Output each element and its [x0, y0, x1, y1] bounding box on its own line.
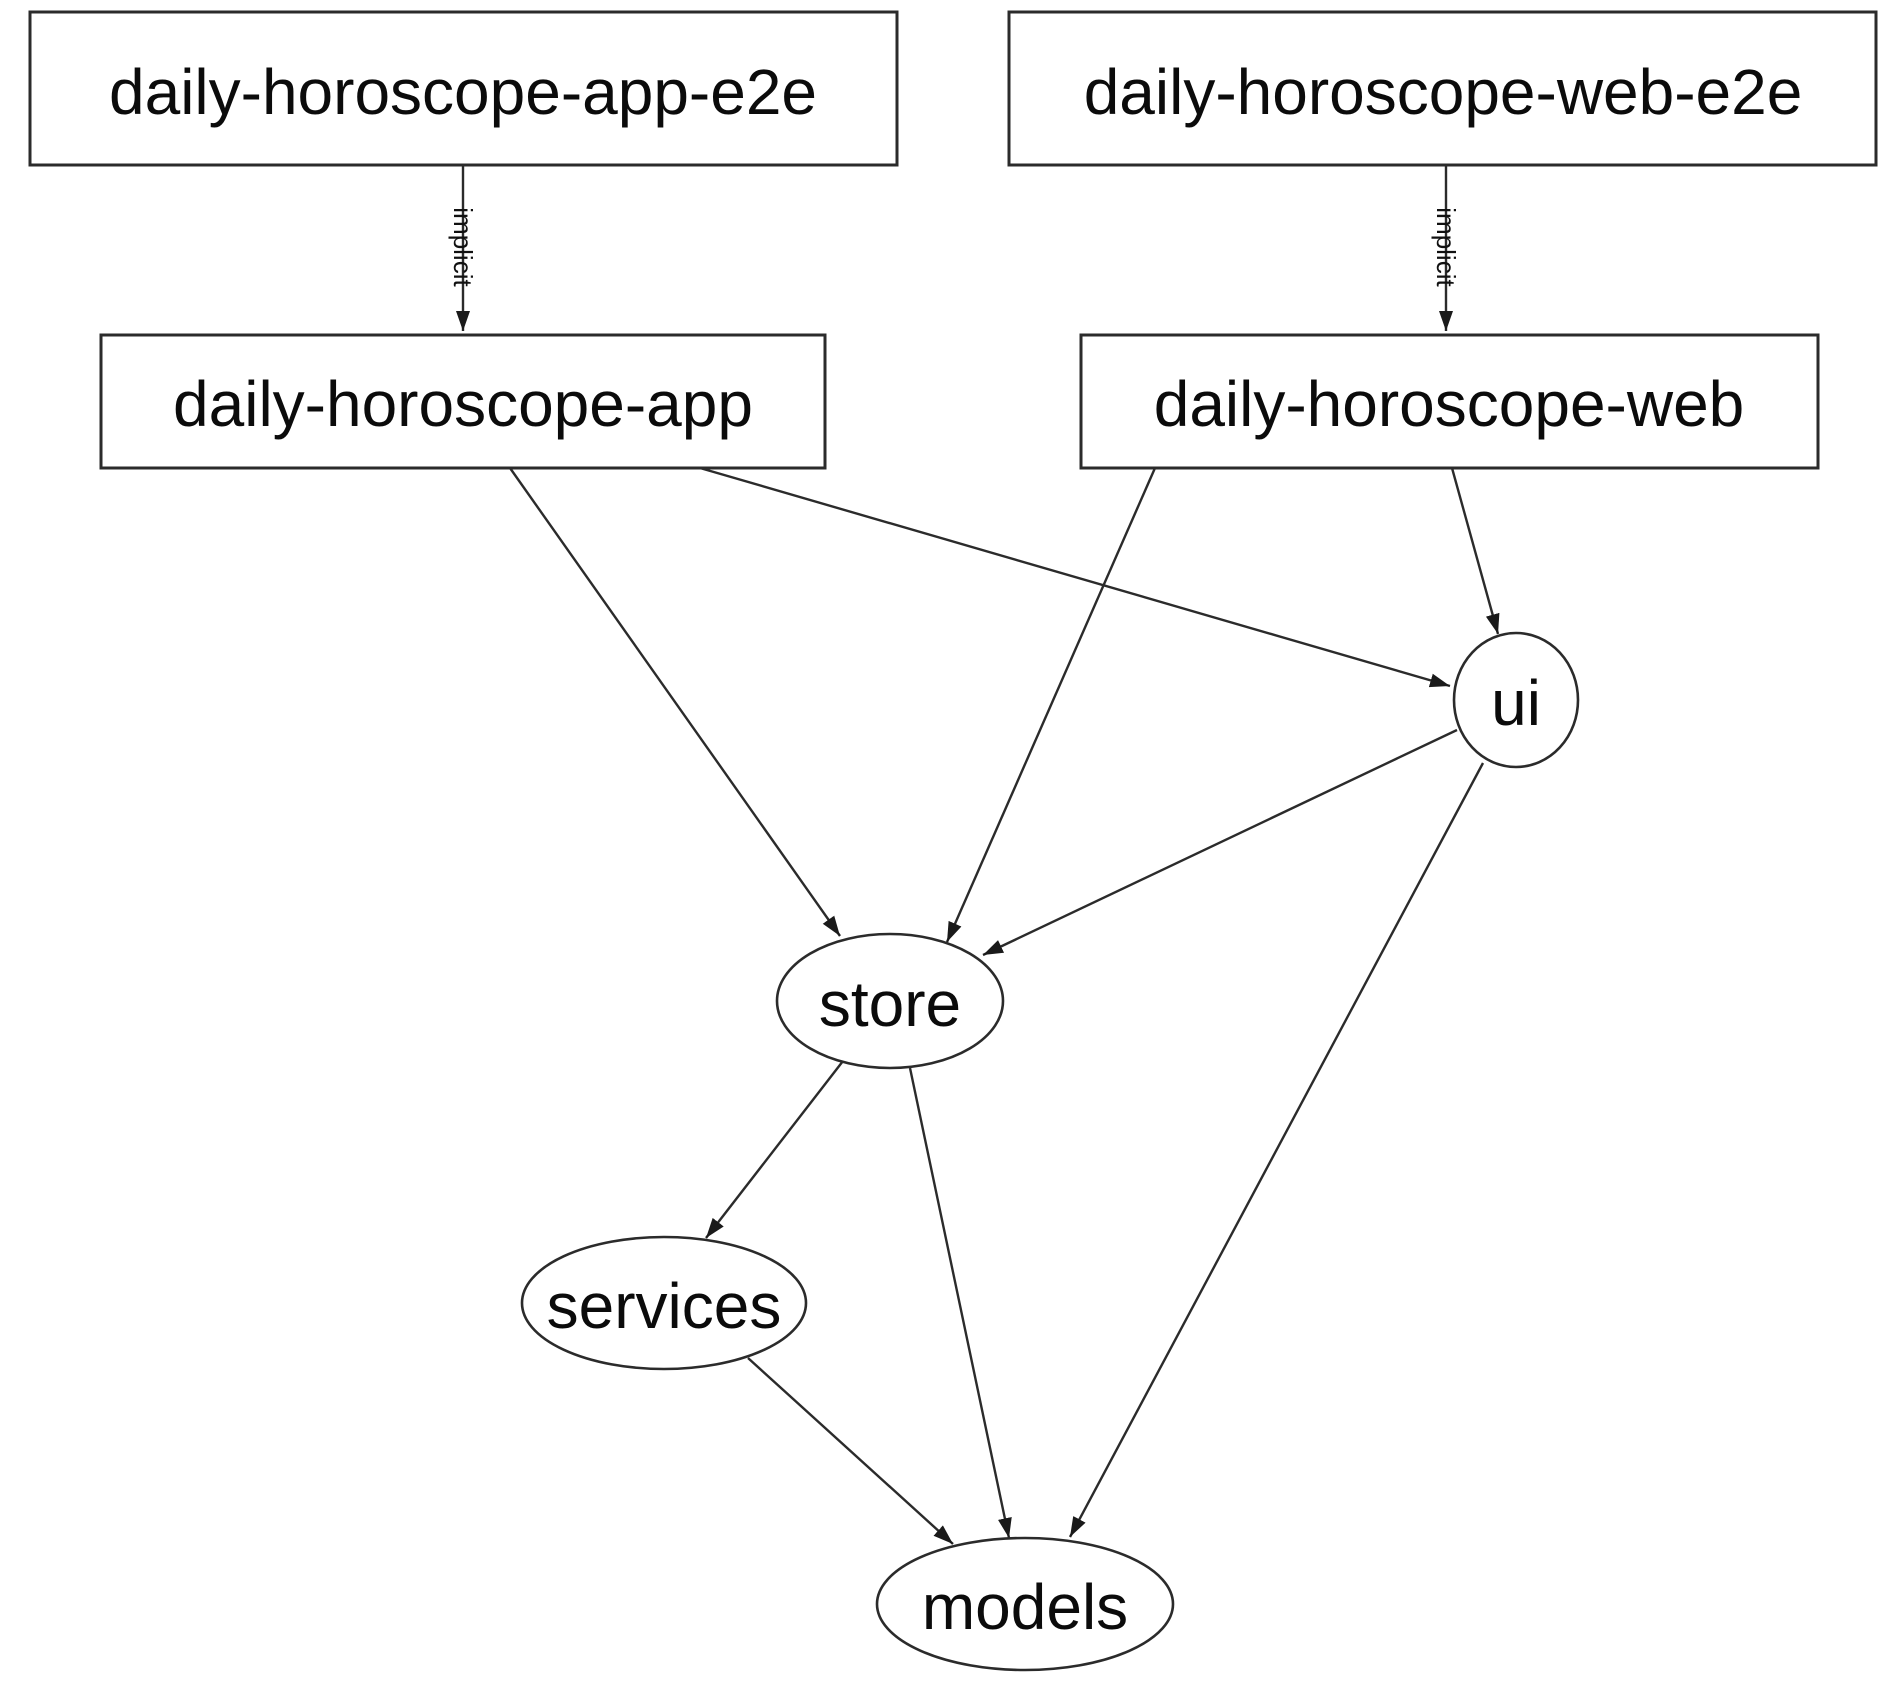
node-label-daily-horoscope-web: daily-horoscope-web [1154, 368, 1745, 440]
node-store: store [775, 932, 1005, 1070]
edge-web-to-store [945, 467, 1157, 943]
node-ellipse-store [775, 932, 1005, 1070]
node-box-daily-horoscope-web-e2e [1007, 10, 1878, 167]
edge-label-implicit-app: implicit [448, 207, 478, 287]
node-label-services: services [547, 1270, 782, 1342]
edge-app-to-store [509, 467, 841, 937]
node-daily-horoscope-app: daily-horoscope-app [99, 333, 827, 470]
node-ellipse-ui [1452, 631, 1580, 769]
node-ellipse-models [875, 1536, 1175, 1672]
edge-app-to-ui [699, 466, 1451, 688]
node-ellipse-services [520, 1235, 808, 1371]
node-daily-horoscope-web-e2e: daily-horoscope-web-e2e [1007, 10, 1878, 167]
node-label-store: store [819, 968, 961, 1040]
nodes-layer: daily-horoscope-app-e2e daily-horoscope-… [28, 10, 1878, 1672]
edge-label-implicit-web: implicit [1431, 207, 1461, 287]
edge-ui-to-store [982, 728, 1458, 957]
node-models: models [875, 1536, 1175, 1672]
node-label-daily-horoscope-app-e2e: daily-horoscope-app-e2e [109, 56, 817, 128]
edge-ui-to-models [1068, 762, 1485, 1538]
edge-store-to-models [908, 1067, 1012, 1539]
node-label-daily-horoscope-app: daily-horoscope-app [173, 368, 753, 440]
node-box-daily-horoscope-web [1079, 333, 1820, 470]
node-daily-horoscope-web: daily-horoscope-web [1079, 333, 1820, 470]
node-label-daily-horoscope-web-e2e: daily-horoscope-web-e2e [1084, 56, 1803, 128]
edge-web-to-ui [1450, 467, 1500, 635]
node-services: services [520, 1235, 808, 1371]
edge-services-to-models [747, 1357, 954, 1545]
edge-store-to-services [705, 1060, 844, 1239]
edges-layer: implicit implicit [448, 165, 1500, 1545]
node-label-models: models [922, 1571, 1128, 1643]
node-box-daily-horoscope-app-e2e [28, 10, 899, 167]
node-box-daily-horoscope-app [99, 333, 827, 470]
node-label-ui: ui [1491, 667, 1541, 739]
node-daily-horoscope-app-e2e: daily-horoscope-app-e2e [28, 10, 899, 167]
node-ui: ui [1452, 631, 1580, 769]
